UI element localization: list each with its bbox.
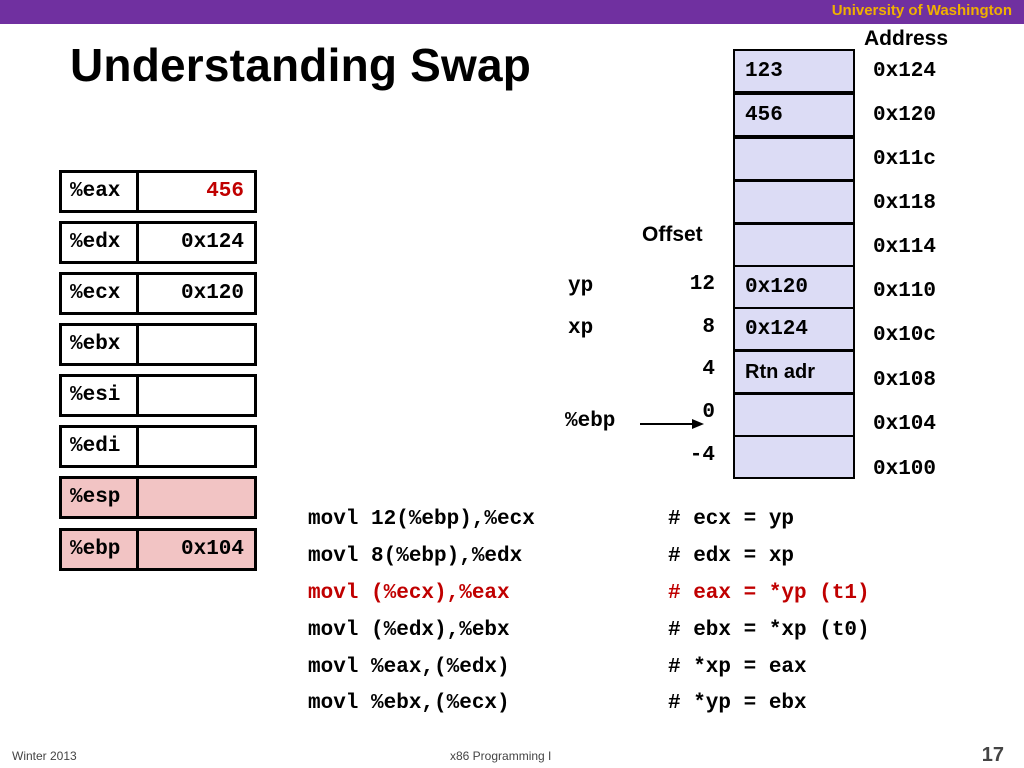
register-name: %edx bbox=[62, 224, 139, 261]
memory-address: 0x118 bbox=[873, 192, 937, 215]
memory-cell bbox=[733, 137, 855, 181]
footer-course: x86 Programming I bbox=[450, 749, 552, 763]
memory-address: 0x110 bbox=[873, 280, 937, 303]
offset-value: 4 bbox=[702, 358, 715, 381]
code-line: movl %ebx,(%ecx) bbox=[308, 692, 510, 715]
register-ebp: %ebp 0x104 bbox=[59, 528, 257, 571]
code-line: movl %eax,(%edx) bbox=[308, 656, 510, 679]
register-value bbox=[139, 326, 254, 363]
label-xp: xp bbox=[568, 317, 594, 340]
register-eax: %eax 456 bbox=[59, 170, 257, 213]
page-number: 17 bbox=[981, 744, 1004, 766]
offset-value: -4 bbox=[689, 444, 715, 467]
memory-address: 0x11c bbox=[873, 148, 937, 171]
code-comment-highlighted: # eax = *yp (t1) bbox=[668, 582, 870, 605]
footer-term: Winter 2013 bbox=[12, 749, 77, 763]
offset-value: 8 bbox=[702, 316, 715, 339]
code-line-highlighted: movl (%ecx),%eax bbox=[308, 582, 510, 605]
offset-value: 12 bbox=[689, 273, 715, 296]
arrow-icon bbox=[640, 419, 704, 429]
register-name: %ebx bbox=[62, 326, 139, 363]
slide-title: Understanding Swap bbox=[70, 39, 532, 91]
institution-name: University of Washington bbox=[831, 2, 1012, 19]
memory-cell bbox=[733, 180, 855, 224]
memory-address: 0x100 bbox=[873, 458, 937, 481]
register-edi: %edi bbox=[59, 425, 257, 468]
code-line: movl (%edx),%ebx bbox=[308, 619, 510, 642]
code-line: movl 8(%ebp),%edx bbox=[308, 545, 523, 568]
register-name: %esi bbox=[62, 377, 139, 414]
register-name: %edi bbox=[62, 428, 139, 465]
memory-address: 0x108 bbox=[873, 369, 937, 392]
register-name: %esp bbox=[62, 479, 139, 516]
register-name: %ebp bbox=[62, 531, 139, 568]
register-esi: %esi bbox=[59, 374, 257, 417]
memory-cell-ebp bbox=[733, 393, 855, 437]
register-esp: %esp bbox=[59, 476, 257, 519]
register-value: 0x104 bbox=[139, 531, 254, 568]
offset-value: 0 bbox=[702, 401, 715, 424]
address-header: Address bbox=[864, 27, 949, 50]
register-value bbox=[139, 479, 254, 516]
register-value bbox=[139, 428, 254, 465]
register-ecx: %ecx 0x120 bbox=[59, 272, 257, 315]
code-line: movl 12(%ebp),%ecx bbox=[308, 508, 535, 531]
register-ebx: %ebx bbox=[59, 323, 257, 366]
code-comment: # *xp = eax bbox=[668, 656, 807, 679]
memory-cell-return-address: Rtn adr bbox=[733, 350, 855, 394]
label-yp: yp bbox=[568, 275, 594, 298]
code-comment: # *yp = ebx bbox=[668, 692, 807, 715]
memory-cell bbox=[733, 435, 855, 479]
register-value: 0x124 bbox=[180, 231, 244, 254]
code-comment: # ecx = yp bbox=[668, 508, 795, 531]
register-name: %ecx bbox=[62, 275, 139, 312]
register-value: 0x120 bbox=[180, 282, 244, 305]
memory-cell-xp: 0x124 bbox=[733, 307, 855, 351]
memory-cell: 456 bbox=[733, 93, 855, 137]
code-comment: # ebx = *xp (t0) bbox=[668, 619, 870, 642]
memory-address: 0x124 bbox=[873, 60, 937, 83]
register-value bbox=[139, 377, 254, 414]
memory-cell-yp: 0x120 bbox=[733, 265, 855, 309]
code-comment: # edx = xp bbox=[668, 545, 795, 568]
memory-cell: 123 bbox=[733, 49, 855, 93]
register-name: %eax bbox=[62, 173, 139, 210]
memory-cell bbox=[733, 223, 855, 267]
header-bar: University of Washington bbox=[0, 0, 1024, 24]
memory-address: 0x120 bbox=[873, 104, 937, 127]
memory-address: 0x104 bbox=[873, 413, 937, 436]
memory-address: 0x10c bbox=[873, 324, 937, 347]
register-value: 456 bbox=[206, 180, 244, 203]
offset-header: Offset bbox=[642, 223, 703, 246]
register-edx: %edx 0x124 bbox=[59, 221, 257, 264]
label-ebp: %ebp bbox=[565, 410, 616, 433]
memory-address: 0x114 bbox=[873, 236, 937, 259]
